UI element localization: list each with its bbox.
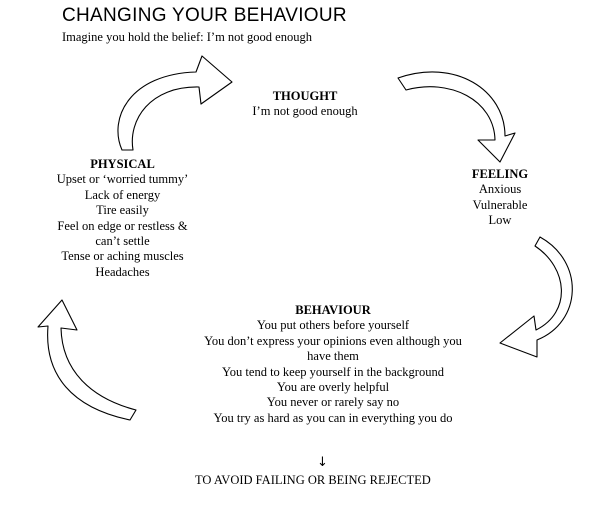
behaviour-line: have them (307, 349, 359, 364)
page-title: CHANGING YOUR BEHAVIOUR (62, 5, 347, 26)
behaviour-node: BEHAVIOUR You put others before yourself… (168, 303, 498, 426)
arrow-feeling-to-behaviour (499, 236, 573, 358)
physical-node: PHYSICAL Upset or ‘worried tummy’ Lack o… (30, 157, 215, 280)
physical-heading: PHYSICAL (90, 157, 155, 171)
arrow-behaviour-to-physical (37, 299, 137, 421)
belief-subtitle: Imagine you hold the belief: I’m not goo… (62, 30, 312, 44)
physical-line: Headaches (95, 264, 150, 279)
physical-line: Tense or aching muscles (61, 249, 184, 264)
behaviour-line: You put others before yourself (256, 318, 410, 333)
physical-line: Upset or ‘worried tummy’ (56, 172, 189, 187)
behaviour-line: You never or rarely say no (266, 395, 400, 410)
feeling-node: FEELING Anxious Vulnerable Low (440, 167, 560, 229)
behaviour-line: You are overly helpful (276, 380, 390, 395)
thought-heading: THOUGHT (272, 89, 338, 103)
outcome-text: TO AVOID FAILING OR BEING REJECTED (195, 473, 431, 487)
behaviour-heading: BEHAVIOUR (295, 303, 371, 317)
behaviour-line: You don’t express your opinions even alt… (204, 333, 462, 348)
down-arrow-icon: ↓ (317, 455, 328, 470)
feeling-line: Anxious (478, 182, 522, 197)
thought-line: I’m not good enough (252, 104, 358, 119)
feeling-line: Low (488, 213, 512, 228)
behaviour-line: You try as hard as you can in everything… (213, 410, 453, 425)
feeling-heading: FEELING (471, 167, 529, 181)
physical-line: Tire easily (96, 203, 149, 218)
behaviour-line: You tend to keep yourself in the backgro… (222, 364, 444, 379)
physical-line: Feel on edge or restless & (57, 218, 188, 233)
physical-line: can’t settle (95, 234, 150, 249)
thought-node: THOUGHT I’m not good enough (220, 89, 390, 120)
feeling-line: Vulnerable (472, 197, 528, 212)
arrow-physical-to-thought (117, 55, 233, 151)
physical-line: Lack of energy (84, 187, 161, 202)
arrow-thought-to-feeling (397, 71, 516, 163)
